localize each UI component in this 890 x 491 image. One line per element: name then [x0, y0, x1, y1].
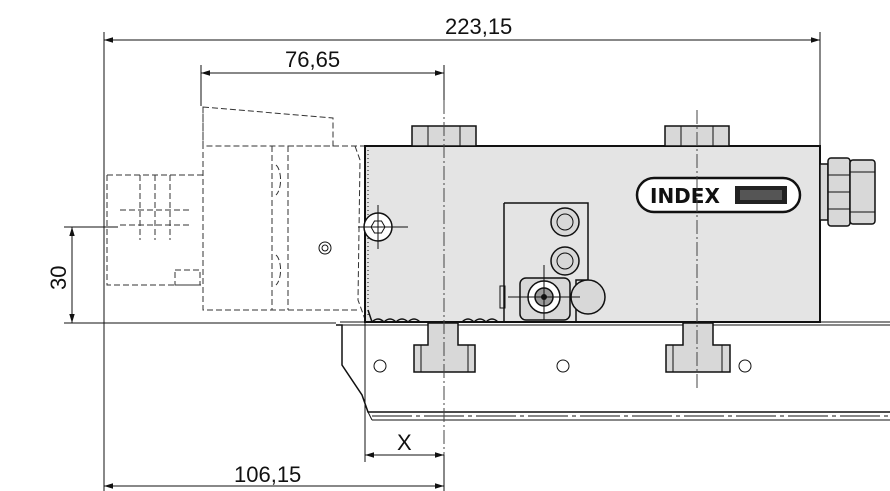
- tool-holder-outline: [106, 106, 367, 323]
- coolant-fitting: [819, 157, 876, 227]
- dimension-label-height: 30: [46, 266, 71, 290]
- dimension-label-overall: 223,15: [445, 14, 512, 39]
- rail-hole: [738, 359, 752, 373]
- center-lines: [443, 100, 698, 455]
- dimension-label-bottom: 106,15: [234, 462, 301, 487]
- serration: [371, 318, 499, 324]
- t-nut-right: [665, 322, 731, 373]
- dimension-top-offset: 76,65: [200, 47, 445, 106]
- screw-small: [318, 241, 332, 255]
- dimension-overall-width: 223,15: [103, 14, 821, 491]
- index-logo: INDEX: [635, 176, 802, 214]
- dimension-height: 30: [46, 226, 336, 324]
- dimension-bottom-offset: 106,15: [104, 455, 445, 491]
- insert-pocket: [499, 202, 606, 322]
- dimension-label-x: X: [397, 430, 412, 455]
- rail-hole: [373, 359, 387, 373]
- dimension-label-top: 76,65: [285, 47, 340, 72]
- adjustment-screw: [358, 205, 408, 249]
- rail-hole: [556, 359, 570, 373]
- dimension-x: X: [364, 322, 444, 462]
- logo-brand-text: INDEX: [650, 184, 720, 208]
